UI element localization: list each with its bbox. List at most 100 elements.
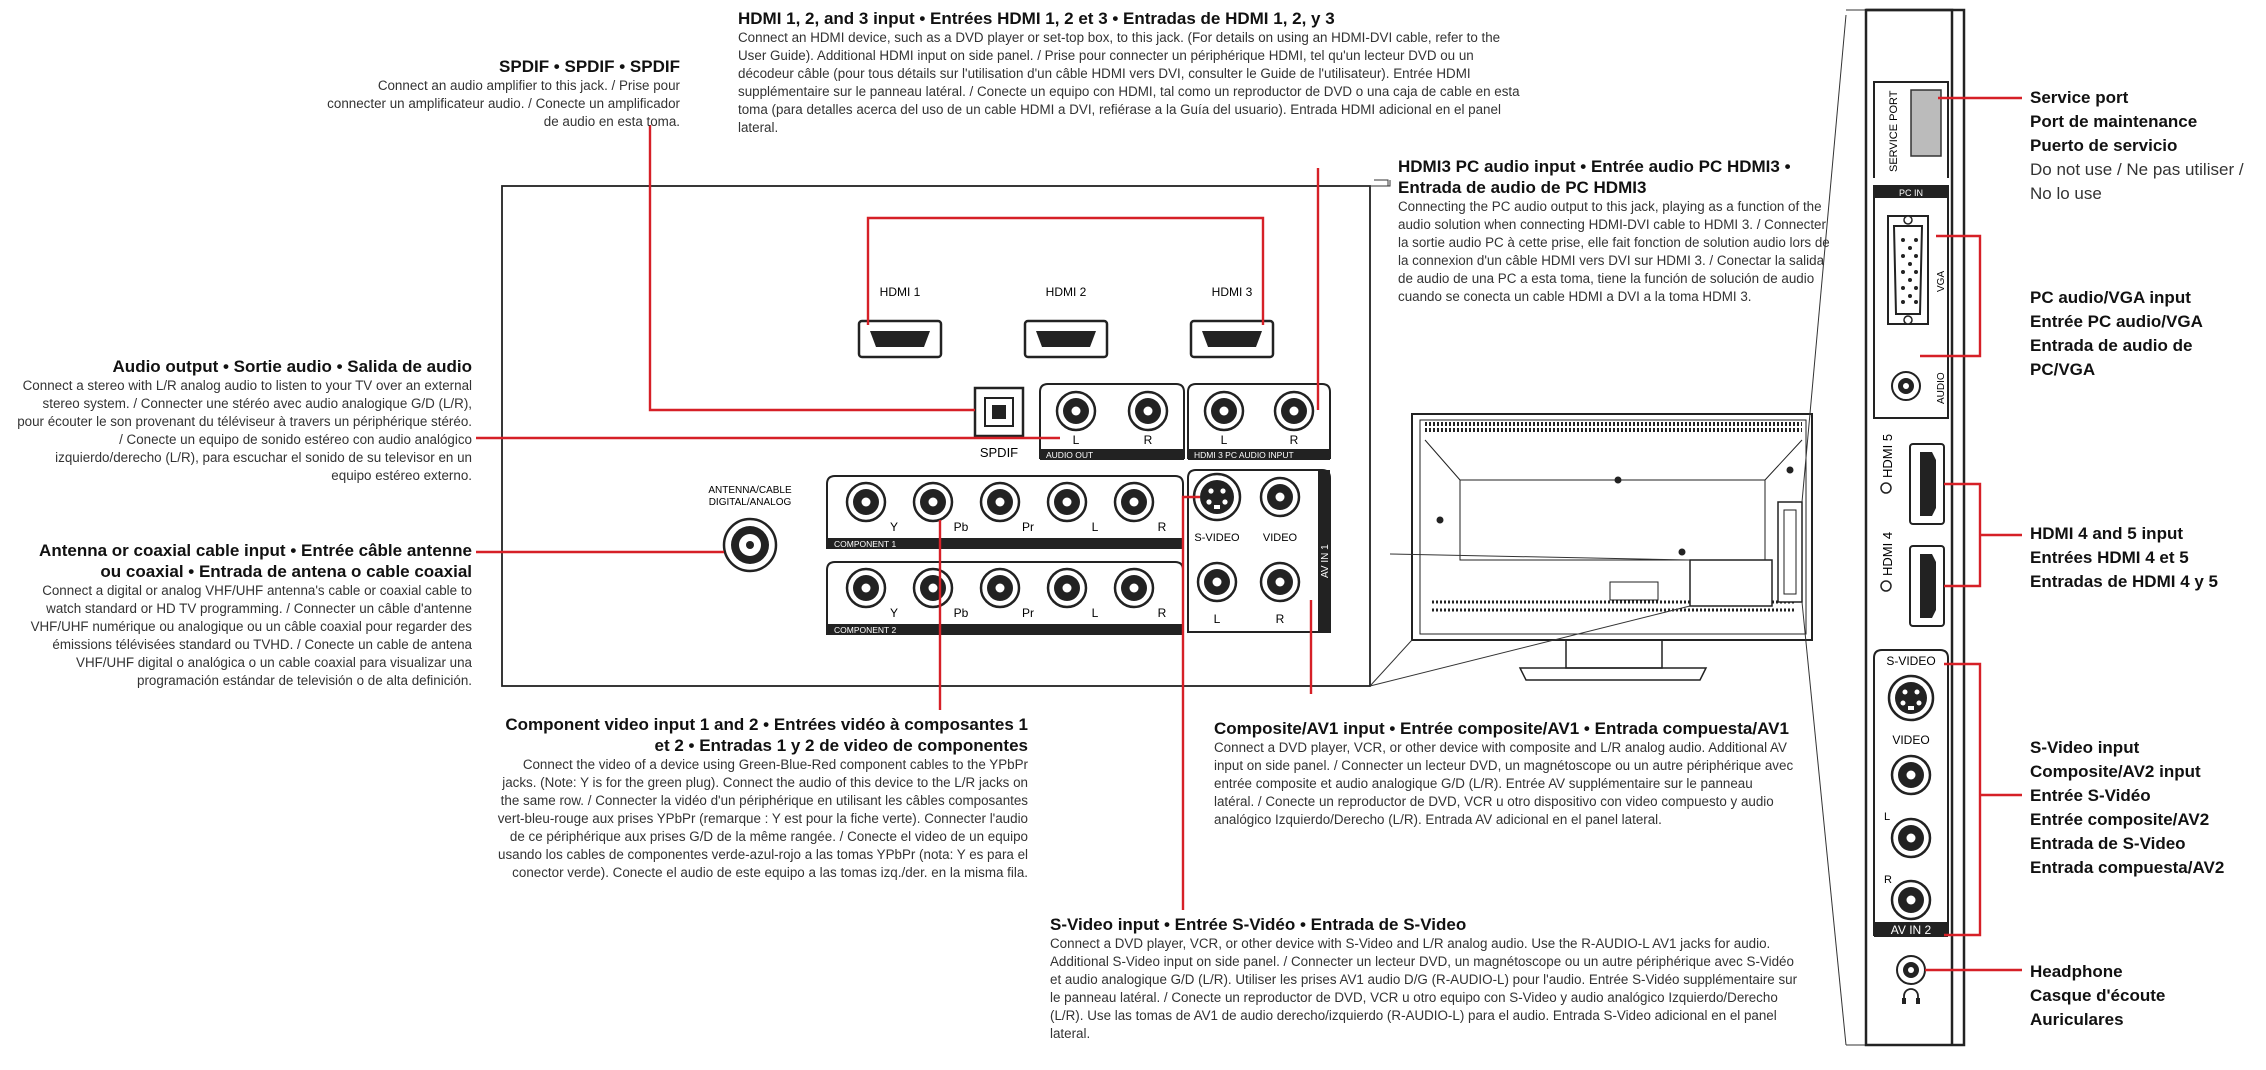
svideo-label: S-VIDEO [1194, 532, 1240, 544]
pc-es: Entrada de audio de PC/VGA [2030, 336, 2193, 379]
antenna-label-2: DIGITAL/ANALOG [709, 497, 792, 508]
hdmi45-fr: Entrées HDMI 4 et 5 [2030, 548, 2189, 567]
headphone-callout: Headphone Casque d'écoute Auriculares [2030, 960, 2260, 1032]
hdmi123-title: HDMI 1, 2, and 3 input • Entrées HDMI 1,… [738, 9, 1335, 28]
c1-l: L [1092, 520, 1099, 534]
component-title: Component video input 1 and 2 • Entrées … [505, 715, 1028, 755]
av2-2: Entrée S-Vidéo [2030, 786, 2151, 805]
svideo-callout: S-Video input • Entrée S-Vidéo • Entrada… [1050, 914, 1798, 1043]
component-1-group: COMPONENT 1 Y Pb Pr L R [826, 475, 1184, 549]
audioout-callout: Audio output • Sortie audio • Salida de … [16, 356, 472, 485]
antenna-title: Antenna or coaxial cable input • Entrée … [39, 541, 472, 581]
side-video-label: VIDEO [1892, 733, 1929, 747]
callout-pc [1920, 234, 1982, 358]
headphone-es: Auriculares [2030, 1010, 2124, 1029]
vga-label: VGA [1936, 271, 1947, 292]
hdmi3pc-body: Connecting the PC audio output to this j… [1398, 199, 1830, 304]
spdif-port: SPDIF [973, 386, 1025, 460]
av-in-2-group: S-VIDEO VIDEO L R AV IN 2 [1873, 649, 1949, 937]
svideo-body: Connect a DVD player, VCR, or other devi… [1050, 936, 1798, 1041]
c2-l: L [1092, 606, 1099, 620]
callout-spdif [648, 125, 975, 412]
hdmi-5-port: HDMI 5 [1880, 434, 1945, 525]
av2-1: Composite/AV2 input [2030, 762, 2201, 781]
component-2-group: COMPONENT 2 Y Pb Pr L R [826, 561, 1184, 635]
callout-hdmi123 [866, 216, 1265, 325]
av-in-1-group: AV IN 1 S-VIDEO VIDEO L R [1187, 469, 1331, 633]
composite-callout: Composite/AV1 input • Entrée composite/A… [1214, 718, 1796, 829]
service-note: Do not use / Ne pas utiliser / No lo use [2030, 160, 2244, 203]
audio-out-label: AUDIO OUT [1046, 450, 1093, 460]
av2-callout: S-Video input Composite/AV2 input Entrée… [2030, 736, 2260, 880]
hdmi45-callout: HDMI 4 and 5 input Entrées HDMI 4 et 5 E… [2030, 522, 2260, 594]
composite-body: Connect a DVD player, VCR, or other devi… [1214, 740, 1794, 827]
hdmi123-callout: HDMI 1, 2, and 3 input • Entrées HDMI 1,… [738, 8, 1530, 137]
hdmi-4-label: HDMI 4 [1880, 532, 1895, 576]
c1-pb: Pb [954, 520, 969, 534]
c2-pb: Pb [954, 606, 969, 620]
antenna-callout: Antenna or coaxial cable input • Entrée … [16, 540, 472, 690]
service-port-callout: Service port Port de maintenance Puerto … [2030, 86, 2260, 206]
c1-r: R [1158, 520, 1167, 534]
spdif-label: SPDIF [980, 445, 1018, 460]
hdmi3-pc-audio-label: HDMI 3 PC AUDIO INPUT [1194, 450, 1294, 460]
component-1-label: COMPONENT 1 [834, 539, 896, 549]
hdmi3pc-title: HDMI3 PC audio input • Entrée audio PC H… [1398, 157, 1791, 197]
service-es: Puerto de servicio [2030, 136, 2178, 155]
pc-audio-label: AUDIO [1936, 372, 1947, 404]
hdmi-1-port: HDMI 1 [857, 285, 943, 359]
side-svideo-label: S-VIDEO [1886, 654, 1935, 668]
antenna-label: ANTENNA/CABLE [708, 485, 792, 496]
service-port-label: SERVICE PORT [1888, 90, 1900, 172]
spdif-title: SPDIF • SPDIF • SPDIF [499, 57, 680, 76]
component-body: Connect the video of a device using Gree… [497, 757, 1028, 880]
side-svideo-port [1887, 674, 1935, 722]
component-2-label: COMPONENT 2 [834, 625, 896, 635]
hdmi3-pc-audio-group: HDMI 3 PC AUDIO INPUT L R [1187, 383, 1331, 460]
av2-0: S-Video input [2030, 738, 2140, 757]
hdmi-3-port: HDMI 3 [1189, 285, 1275, 359]
side-panel: SERVICE PORT PC IN VGA [1846, 8, 1966, 1047]
spdif-body: Connect an audio amplifier to this jack.… [327, 78, 680, 129]
audioout-title: Audio output • Sortie audio • Salida de … [112, 357, 472, 376]
antenna-port: ANTENNA/CABLE DIGITAL/ANALOG [708, 485, 792, 573]
av1-l: L [1214, 612, 1221, 626]
vga-port [1887, 215, 1929, 325]
service-en: Service port [2030, 88, 2129, 107]
av2-4: Entrada de S-Video [2030, 834, 2186, 853]
hdmi-2-port: HDMI 2 [1023, 285, 1109, 359]
pc-en: PC audio/VGA input [2030, 288, 2191, 307]
pc-in-group: PC IN VGA AUDIO [1873, 185, 1949, 419]
av2-5: Entrada compuesta/AV2 [2030, 858, 2225, 877]
composite-title: Composite/AV1 input • Entrée composite/A… [1214, 719, 1789, 738]
headphone-en: Headphone [2030, 962, 2123, 981]
av-in-2-label: AV IN 2 [1891, 923, 1932, 937]
c2-y: Y [890, 606, 898, 620]
component-callout: Component video input 1 and 2 • Entrées … [488, 714, 1028, 882]
callout-svideo [1181, 495, 1200, 910]
side-r-label: R [1884, 874, 1892, 886]
callout-hdmi45 [1944, 482, 2022, 588]
pc-audio-jack [1891, 371, 1921, 401]
pc-fr: Entrée PC audio/VGA [2030, 312, 2203, 331]
callout-av2 [1944, 662, 2022, 937]
av2-3: Entrée composite/AV2 [2030, 810, 2210, 829]
spdif-callout: SPDIF • SPDIF • SPDIF Connect an audio a… [316, 56, 680, 131]
side-l-label: L [1884, 811, 1890, 823]
av-in-1-label: AV IN 1 [1320, 544, 1331, 578]
headphone-jack [1896, 955, 1926, 1004]
pc-audio-r: R [1290, 433, 1299, 447]
pc-in-label: PC IN [1899, 188, 1923, 198]
hdmi-3-label: HDMI 3 [1212, 285, 1253, 299]
antenna-body: Connect a digital or analog VHF/UHF ante… [30, 583, 472, 688]
audioout-body: Connect a stereo with L/R analog audio t… [17, 378, 472, 483]
c2-r: R [1158, 606, 1167, 620]
service-port: SERVICE PORT [1873, 81, 1949, 178]
hdmi-1-label: HDMI 1 [880, 285, 921, 299]
c1-y: Y [890, 520, 898, 534]
audio-out-group: AUDIO OUT L R [1039, 383, 1185, 460]
svideo-title: S-Video input • Entrée S-Vidéo • Entrada… [1050, 915, 1467, 934]
pc-audio-l: L [1221, 433, 1228, 447]
svideo-port [1192, 472, 1242, 522]
